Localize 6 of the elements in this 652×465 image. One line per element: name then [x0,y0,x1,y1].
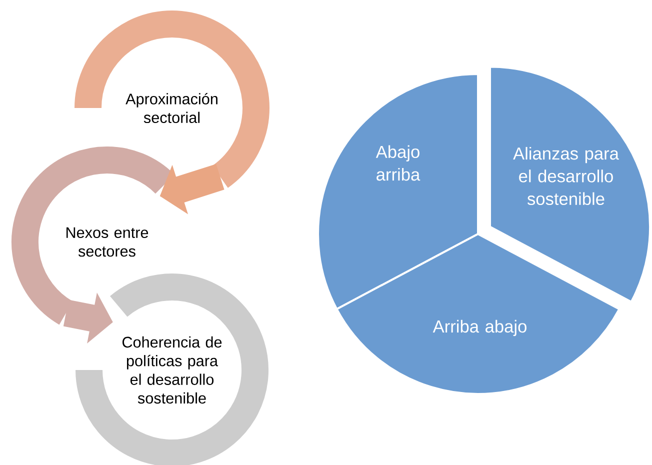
ring-segment: Aproximación sectorial [74,10,270,188]
ring-segment: Coherencia de políticas para el desarrollo sostenible [76,274,268,465]
pie-slice: Abajo arriba [317,73,479,310]
pie-slice: Alianzas para el desarrollo sostenible [489,66,651,303]
node-label: Alianzas para el desarrollo sostenible [513,146,619,206]
pie-slice: Arriba abajo [336,233,620,395]
